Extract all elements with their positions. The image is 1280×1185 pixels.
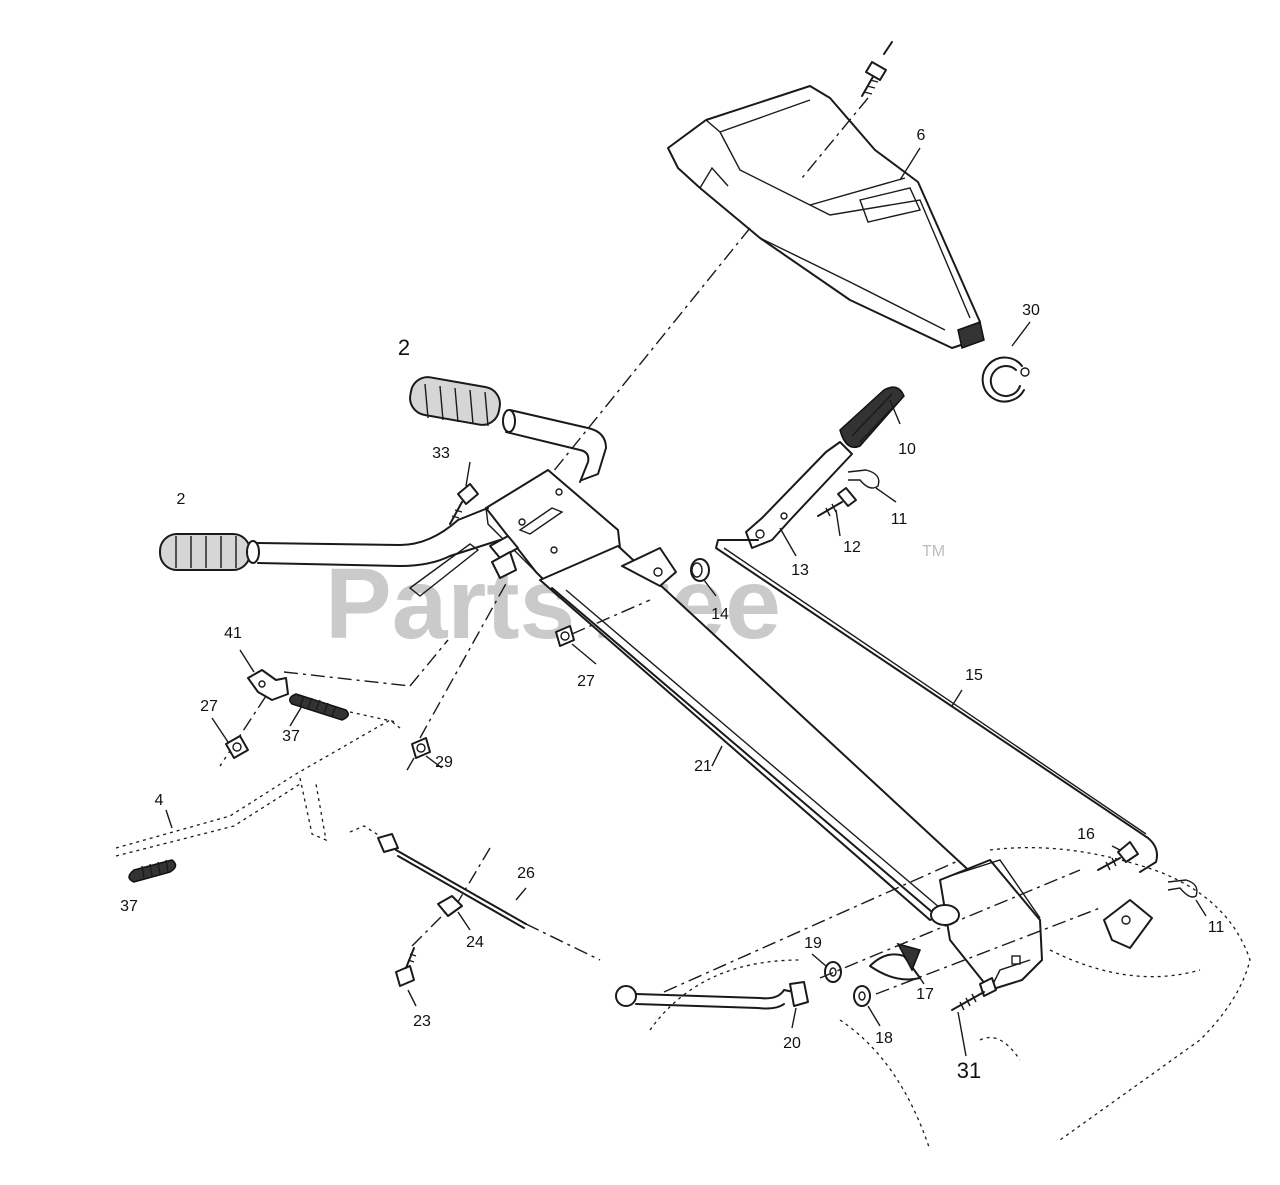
callout-30[interactable]: 30 xyxy=(1022,302,1040,319)
callout-37-upper[interactable]: 37 xyxy=(282,728,300,745)
part-10-lever-grip[interactable] xyxy=(839,386,905,448)
callout-31[interactable]: 31 xyxy=(957,1058,981,1083)
callout-16[interactable]: 16 xyxy=(1077,826,1095,843)
callout-11-lower[interactable]: 11 xyxy=(1208,919,1225,936)
callout-15[interactable]: 15 xyxy=(965,667,983,684)
part-11-hairpin-upper[interactable] xyxy=(847,469,880,489)
handle-bar-lower[interactable] xyxy=(257,507,501,597)
part-6-screw[interactable] xyxy=(861,41,893,97)
callout-12[interactable]: 12 xyxy=(843,539,861,556)
part-11-hairpin-lower[interactable] xyxy=(1167,879,1198,898)
callout-41[interactable]: 41 xyxy=(224,625,242,642)
callout-37-lower[interactable]: 37 xyxy=(120,898,138,915)
part-33-bolt[interactable] xyxy=(449,483,479,525)
callout-17[interactable]: 17 xyxy=(916,986,934,1003)
part-15-control-rod[interactable] xyxy=(715,539,1158,873)
part-16-bolt[interactable] xyxy=(1097,841,1139,871)
part-2-lower-grip[interactable] xyxy=(159,533,260,571)
part-31-bolt[interactable] xyxy=(951,977,997,1011)
part-14-spacer[interactable] xyxy=(690,558,710,582)
callout-19[interactable]: 19 xyxy=(804,935,822,952)
part-19-washer[interactable] xyxy=(824,961,842,983)
callout-21[interactable]: 21 xyxy=(694,758,712,775)
part-18-washer[interactable] xyxy=(853,985,871,1007)
callout-27-left[interactable]: 27 xyxy=(200,698,218,715)
part-17-wedge[interactable] xyxy=(869,942,922,981)
callout-11-upper[interactable]: 11 xyxy=(891,511,908,528)
callout-27-center[interactable]: 27 xyxy=(577,673,595,690)
part-41-clip[interactable] xyxy=(247,669,289,701)
callout-14[interactable]: 14 xyxy=(711,606,729,623)
part-37-spring-lower[interactable] xyxy=(128,859,177,883)
callout-24[interactable]: 24 xyxy=(466,934,484,951)
pivot-housing[interactable] xyxy=(930,859,1043,991)
part-24-clamp[interactable] xyxy=(437,895,463,917)
part-13-lever[interactable] xyxy=(745,441,853,549)
handle-bar-upper[interactable] xyxy=(502,409,607,483)
callout-29[interactable]: 29 xyxy=(435,754,453,771)
callout-2-lower[interactable]: 2 xyxy=(177,491,186,508)
callout-20[interactable]: 20 xyxy=(783,1035,801,1052)
part-6-handle-cover[interactable] xyxy=(667,85,985,349)
callout-4[interactable]: 4 xyxy=(155,792,164,809)
callout-6[interactable]: 6 xyxy=(917,127,926,144)
callout-10[interactable]: 10 xyxy=(898,441,916,458)
callout-2-upper[interactable]: 2 xyxy=(398,335,410,360)
part-27-nut-upper[interactable] xyxy=(555,625,575,647)
callout-33[interactable]: 33 xyxy=(432,445,450,462)
part-2-upper-grip[interactable] xyxy=(407,374,502,427)
part-30-snap-ring[interactable] xyxy=(981,356,1030,403)
part-20-adjuster-rod[interactable] xyxy=(615,981,809,1010)
part-27-nut-lower[interactable] xyxy=(225,735,249,759)
part-29-nut[interactable] xyxy=(411,737,431,759)
callout-13[interactable]: 13 xyxy=(791,562,809,579)
callout-26[interactable]: 26 xyxy=(517,865,535,882)
tube-mount-bracket[interactable] xyxy=(621,547,677,587)
callout-18[interactable]: 18 xyxy=(875,1030,893,1047)
part-23-bolt[interactable] xyxy=(395,947,417,987)
part-26-cable[interactable] xyxy=(349,825,527,929)
watermark-trademark: TM xyxy=(922,543,945,560)
part-12-pin[interactable] xyxy=(817,487,857,517)
part-4-frame[interactable] xyxy=(115,711,401,857)
part-21-main-tube[interactable] xyxy=(539,545,991,921)
part-37-spring-upper[interactable] xyxy=(289,693,349,721)
linkage-block[interactable] xyxy=(1103,899,1153,949)
callout-23[interactable]: 23 xyxy=(413,1013,431,1030)
